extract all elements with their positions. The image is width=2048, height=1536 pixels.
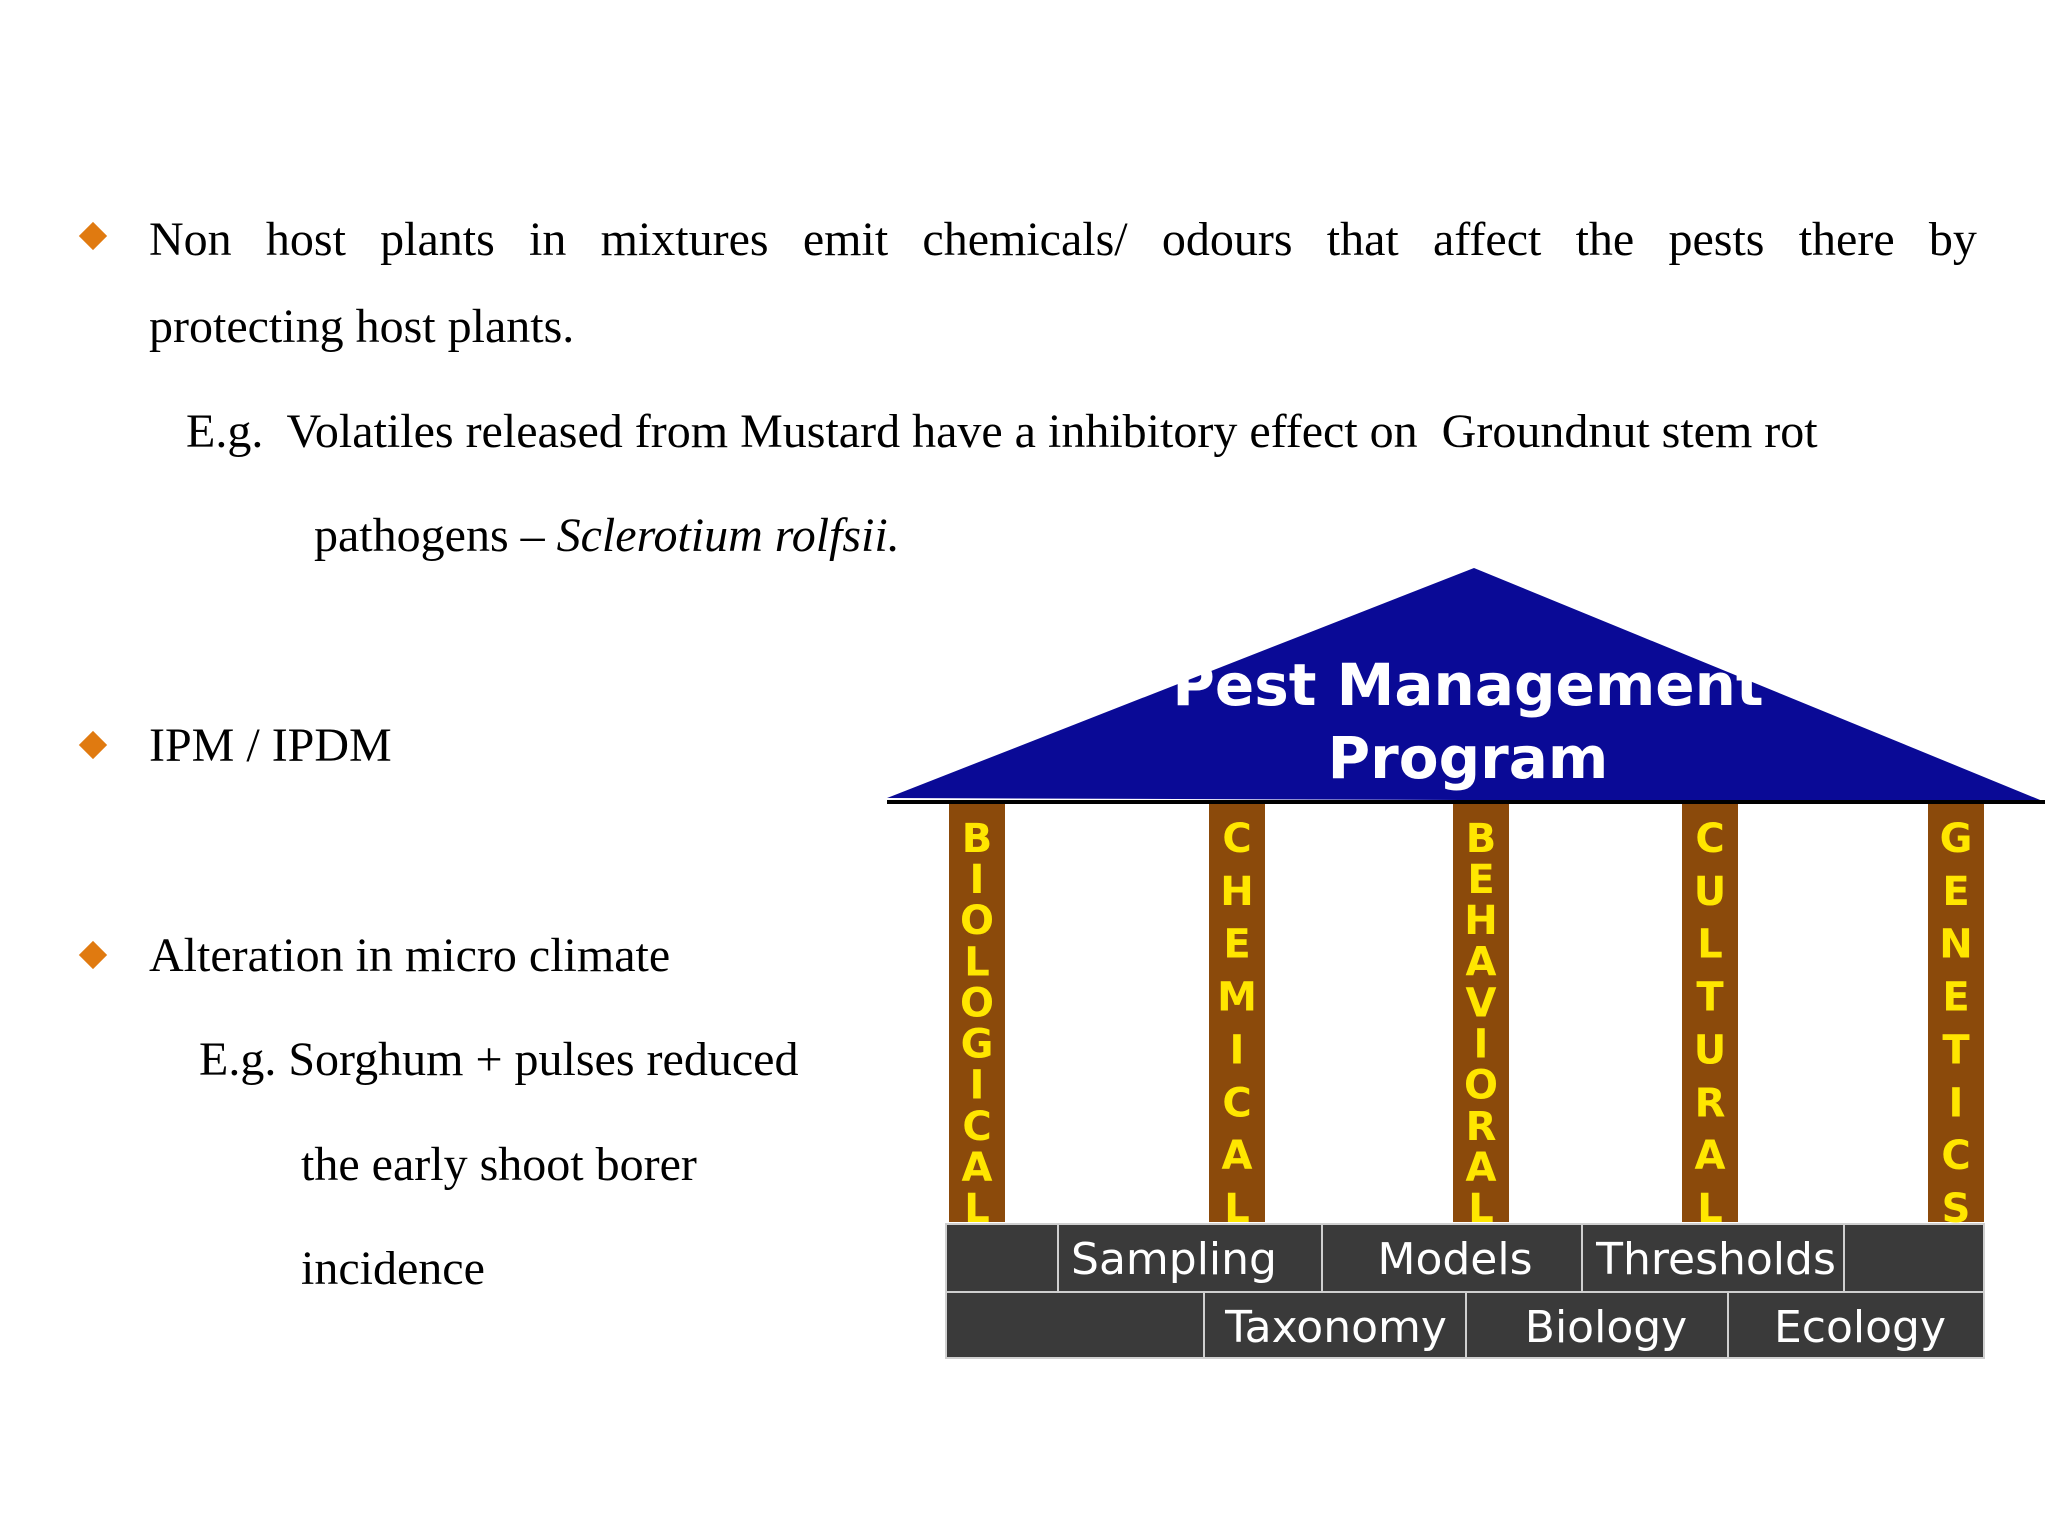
word: odours <box>1161 213 1293 266</box>
roof-title-line-1: Pest Management <box>1172 651 1763 719</box>
species-name: Sclerotium rolfsii. <box>556 509 900 562</box>
pillar-letter: L <box>1697 922 1723 968</box>
pillar-letter: B <box>962 816 993 862</box>
pillar-letter: N <box>1939 922 1972 968</box>
pillar-letter: E <box>1223 922 1250 968</box>
pillar-letter: R <box>1695 1080 1726 1126</box>
bullet-3-example-line-3: incidence <box>301 1242 485 1295</box>
pillar-letter: I <box>1474 1022 1489 1068</box>
pillars: BIOLOGICALCHEMICALBEHAVIORALCULTURALGENE… <box>949 804 1984 1232</box>
word: by <box>1928 213 1977 266</box>
word: Non <box>149 213 232 266</box>
pillar-letter: T <box>1942 1027 1970 1073</box>
bullet-3-text: Alteration in micro climate <box>149 929 671 982</box>
foundation-label-biology: Biology <box>1525 1302 1687 1353</box>
pillar-biological <box>949 804 1005 1222</box>
foundation-label-sampling: Sampling <box>1071 1234 1277 1285</box>
word: plants <box>380 213 495 266</box>
foundation-block-row-2 <box>1203 1291 1467 1359</box>
word: in <box>529 213 567 266</box>
word: emit <box>802 213 889 266</box>
pillar-cultural <box>1682 804 1738 1222</box>
foundation-block-row-2 <box>1727 1291 1985 1359</box>
foundation-block-row-1 <box>945 1223 1059 1293</box>
pillar-letter: U <box>1694 1027 1726 1073</box>
bullet-2-text: IPM / IPDM <box>149 719 392 772</box>
pillar-letter: C <box>1941 1133 1970 1179</box>
pillar-letter: E <box>1467 857 1494 903</box>
pillar-letter: U <box>1694 869 1726 915</box>
pillar-letter: I <box>1949 1080 1964 1126</box>
pillar-letter: G <box>1940 816 1973 862</box>
foundation-block-row-1 <box>1843 1223 1985 1293</box>
pillar-letter: A <box>1222 1133 1253 1179</box>
pillar-letter: C <box>1695 816 1724 862</box>
pillar-genetics <box>1928 804 1984 1222</box>
pillar-letter: I <box>970 1063 985 1109</box>
foundation-label-ecology: Ecology <box>1774 1302 1946 1353</box>
foundation-label-models: Models <box>1377 1234 1532 1285</box>
word: there <box>1798 213 1895 266</box>
pillar-letter: H <box>1220 869 1253 915</box>
word: affect <box>1433 213 1542 266</box>
pillar-letter: I <box>1230 1027 1245 1073</box>
word: pests <box>1668 213 1765 266</box>
bullet-3-example-line-1: E.g. Sorghum + pulses reduced <box>199 1033 799 1086</box>
pillar-letter: O <box>960 980 994 1026</box>
pillar-letter: L <box>964 939 990 985</box>
example-text: pathogens – <box>314 509 557 562</box>
bullet-1-example-line-2: pathogens – Sclerotium rolfsii. <box>314 512 900 560</box>
word: mixtures <box>600 213 769 266</box>
pillar-letter: C <box>1222 1080 1251 1126</box>
pillar-letter: M <box>1217 975 1257 1021</box>
foundation-block-row-2 <box>945 1291 1205 1359</box>
pillar-letter: C <box>962 1104 991 1150</box>
pillar-letter: G <box>961 1022 994 1068</box>
bullet-1-example-line-1: E.g. Volatiles released from Mustard hav… <box>186 405 1818 458</box>
pillar-letter: E <box>1942 869 1969 915</box>
bullet-1-line-2: protecting host plants. <box>149 300 575 353</box>
pillar-letter: O <box>1464 1063 1498 1109</box>
pillar-letter: A <box>1695 1133 1726 1179</box>
word: host <box>265 213 346 266</box>
pillar-letter: B <box>1466 816 1497 862</box>
pillar-behavioral <box>1453 804 1509 1222</box>
pillar-letter: E <box>1942 975 1969 1021</box>
roof <box>887 568 2045 802</box>
foundation-label-thresholds: Thresholds <box>1595 1234 1836 1285</box>
pillar-letter: O <box>960 898 994 944</box>
foundation-block-row-1 <box>1057 1223 1323 1293</box>
pillar-letter: A <box>962 1145 993 1191</box>
roof-title-line-2: Program <box>1328 724 1609 792</box>
word: chemicals/ <box>922 213 1128 266</box>
bullet-3-example-line-2: the early shoot borer <box>301 1138 697 1191</box>
pillar-chemical <box>1209 804 1265 1222</box>
word: that <box>1326 213 1399 266</box>
pillar-letter: A <box>1466 1145 1497 1191</box>
pillar-letter: V <box>1466 980 1497 1026</box>
pillar-letter: R <box>1466 1104 1497 1150</box>
pillar-letter: H <box>1464 898 1497 944</box>
foundation-label-taxonomy: Taxonomy <box>1224 1302 1447 1353</box>
word: the <box>1575 213 1635 266</box>
pillar-letter: A <box>1466 939 1497 985</box>
pillar-letter: I <box>970 857 985 903</box>
pillar-letter: T <box>1696 975 1724 1021</box>
pillar-letter: C <box>1222 816 1251 862</box>
